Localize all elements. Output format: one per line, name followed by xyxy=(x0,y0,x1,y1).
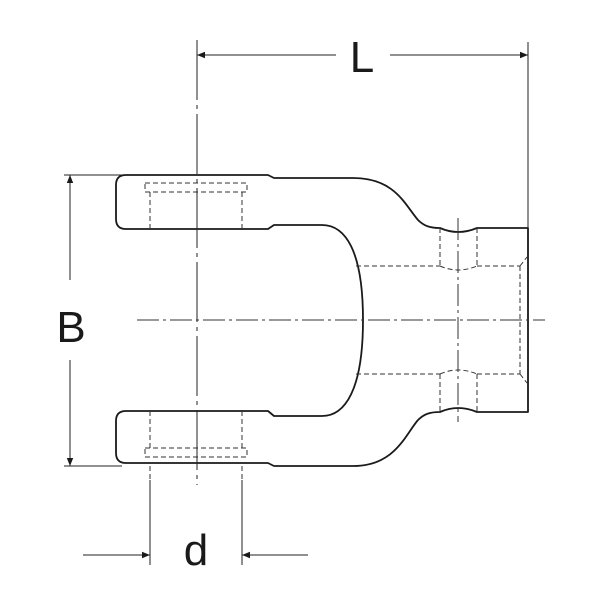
label-length: L xyxy=(350,33,374,82)
dimension-diameter: d xyxy=(83,480,308,575)
dimension-width: B xyxy=(56,174,122,467)
hidden-lines xyxy=(144,182,528,480)
center-lines xyxy=(137,40,545,485)
label-width: B xyxy=(56,303,85,352)
label-diameter: d xyxy=(184,526,208,575)
dimension-length: L xyxy=(197,33,529,228)
